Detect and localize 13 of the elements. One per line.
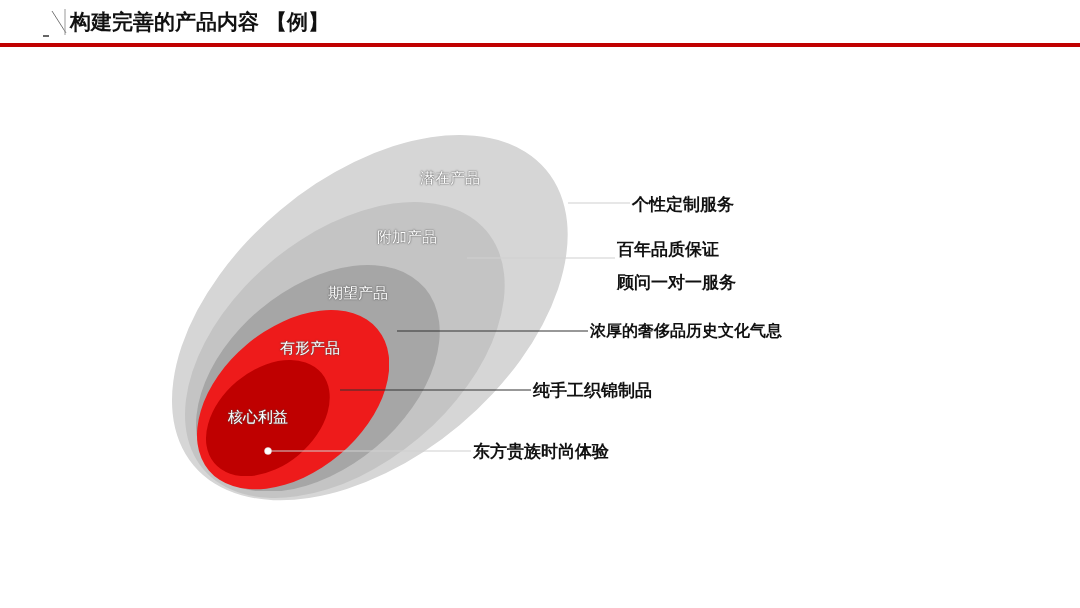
ring-label: 期望产品	[327, 283, 388, 303]
ring-label: 核心利益	[227, 407, 288, 427]
leader-line	[396, 330, 589, 332]
feature-label: 东方贵族时尚体验	[473, 439, 609, 463]
leader-line	[339, 389, 532, 391]
feature-label: 顾问一对一服务	[617, 270, 736, 294]
ring-label: 有形产品	[279, 338, 340, 358]
slide-title: 构建完善的产品内容 【例】	[70, 9, 330, 36]
feature-label: 浓厚的奢侈品历史文化气息	[590, 320, 782, 342]
leader-line	[264, 447, 472, 455]
feature-label: 百年品质保证	[617, 237, 719, 261]
feature-label: 纯手工织锦制品	[533, 378, 652, 402]
feature-label: 个性定制服务	[632, 192, 734, 216]
